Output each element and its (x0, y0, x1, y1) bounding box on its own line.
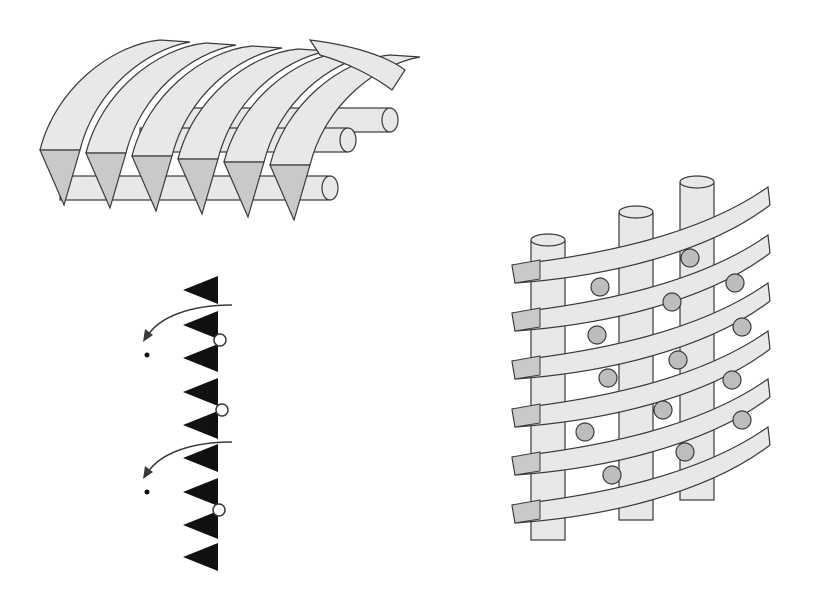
rod-top (679, 175, 715, 189)
wedge-bar-profile (131, 155, 173, 213)
support-rod-end (339, 127, 357, 153)
trapped-particle (722, 370, 742, 390)
bar-end-profile (511, 259, 541, 284)
trapped-particle (725, 273, 745, 293)
wedge-wire-cross-section (143, 276, 233, 571)
wedge-bar-profile (223, 161, 265, 219)
wedge-wire-profile (183, 311, 218, 339)
wedge-wire-profile (183, 543, 218, 571)
end-bar (308, 39, 406, 91)
arrowhead-icon (143, 466, 153, 479)
arched-wedge-bar (39, 39, 191, 151)
wedge-wire-profile (183, 411, 218, 439)
trapped-particle (675, 442, 695, 462)
support-rod-end (321, 175, 339, 201)
curved-wedge-bar (511, 377, 771, 476)
wedge-bar-profile (85, 152, 127, 210)
trapped-particle (598, 368, 618, 388)
wedge-bar-profile (177, 158, 219, 216)
bar-end-profile (511, 307, 541, 332)
arched-wedge-bar (269, 54, 421, 166)
trapped-particle (590, 277, 610, 297)
wedge-wire-profile (183, 276, 218, 304)
trapped-particle (680, 248, 700, 268)
arched-wedge-bar (85, 42, 237, 154)
trapped-particle (732, 410, 752, 430)
arrowhead-icon (143, 329, 153, 342)
curved-wedge-bar (511, 185, 771, 284)
rod-top (618, 205, 654, 219)
curved-wedge-bar (511, 425, 771, 524)
wedge-bar-profile (39, 149, 81, 207)
trapped-particle (662, 292, 682, 312)
curved-wedge-bar (511, 329, 771, 428)
passing-particle (144, 489, 150, 495)
trapped-particle (668, 350, 688, 370)
vertical-support-rod (530, 239, 566, 541)
trapped-particle (653, 400, 673, 420)
wedge-bar-profile (269, 164, 311, 222)
trapped-particle (215, 403, 229, 417)
wedge-wire-profile (183, 344, 218, 372)
bar-end-profile (511, 403, 541, 428)
rod-top (530, 233, 566, 247)
support-rod-end (381, 107, 399, 133)
curved-wedge-bar (511, 233, 771, 332)
wedge-wire-profile (183, 444, 218, 472)
passing-particle (144, 352, 150, 358)
trapped-particle (213, 333, 227, 347)
trapped-particle (212, 503, 226, 517)
bar-end-profile (511, 355, 541, 380)
curved-wedge-bar (511, 281, 771, 380)
flow-arrow (147, 304, 233, 336)
wedge-wire-profile (183, 511, 218, 539)
flow-arrow (147, 441, 233, 473)
bar-end-profile (511, 499, 541, 524)
trapped-particle (587, 325, 607, 345)
trapped-particle (602, 465, 622, 485)
curved-wedge-wire-screen-illustration (39, 39, 421, 222)
cylindrical-screen-with-particles-illustration (511, 175, 771, 541)
wedge-wire-profile (183, 478, 218, 506)
wedge-wire-profile (183, 378, 218, 406)
trapped-particle (575, 422, 595, 442)
bar-end-profile (511, 451, 541, 476)
trapped-particle (732, 317, 752, 337)
arched-wedge-bar (131, 45, 283, 157)
